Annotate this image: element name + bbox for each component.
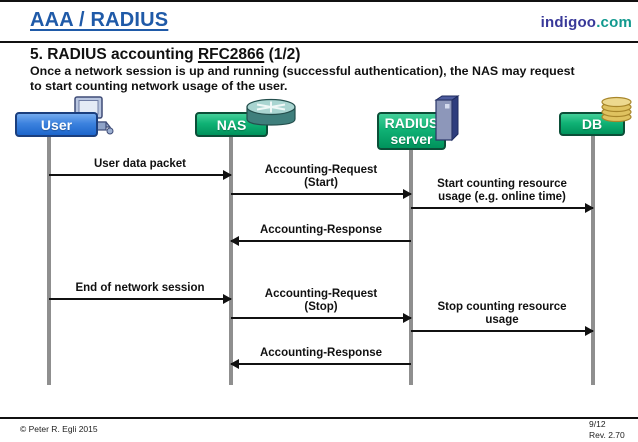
message-label: Accounting-Request (Start) bbox=[264, 164, 378, 189]
footer-divider bbox=[0, 417, 638, 419]
slide-subtitle: Once a network session is up and running… bbox=[30, 64, 575, 93]
message-accounting-response-1: Accounting-Response bbox=[230, 206, 411, 246]
page-number: 9/12 bbox=[589, 419, 606, 429]
message-accounting-response-2: Accounting-Response bbox=[230, 329, 411, 369]
message-stop-counting: Stop counting resource usage bbox=[411, 296, 594, 336]
page-title: AAA / RADIUS bbox=[30, 9, 169, 31]
brand-tld: .com bbox=[596, 14, 632, 31]
arrow-right bbox=[49, 294, 232, 304]
slide-title-prefix: 5. RADIUS accounting bbox=[30, 46, 198, 63]
lifeline-db bbox=[591, 135, 595, 385]
actor-box-user: User bbox=[15, 112, 98, 137]
message-label: Accounting-Response bbox=[259, 347, 383, 359]
message-label: Accounting-Response bbox=[259, 224, 383, 236]
message-label: Accounting-Request (Stop) bbox=[264, 288, 378, 313]
lifeline-radius-server bbox=[409, 149, 413, 385]
arrow-right bbox=[411, 326, 594, 336]
brand-name: indigoo bbox=[540, 14, 597, 31]
brand-logo: indigoo.com bbox=[541, 14, 632, 31]
top-border-line bbox=[0, 0, 638, 2]
message-accounting-request-start: Accounting-Request (Start) bbox=[231, 159, 412, 199]
slide-title-suffix: (1/2) bbox=[264, 46, 301, 63]
footer-page-info: 9/12 Rev. 2.70 bbox=[589, 419, 625, 441]
lifeline-user bbox=[47, 136, 51, 385]
header-divider bbox=[0, 41, 638, 43]
actor-box-db: DB bbox=[559, 112, 625, 136]
message-label: Start counting resource usage (e.g. onli… bbox=[437, 178, 567, 203]
database-icon bbox=[601, 96, 632, 123]
slide-title-rfc-link: RFC2866 bbox=[197, 46, 265, 63]
footer-copyright: © Peter R. Egli 2015 bbox=[20, 424, 98, 434]
arrow-right bbox=[231, 189, 412, 199]
lifeline-nas bbox=[229, 136, 233, 385]
message-end-of-network-session: End of network session bbox=[49, 264, 232, 304]
arrow-right bbox=[231, 313, 412, 323]
arrow-left bbox=[230, 236, 411, 246]
message-label: Stop counting resource usage bbox=[437, 301, 567, 326]
message-user-data-packet: User data packet bbox=[49, 140, 232, 180]
arrow-left bbox=[230, 359, 411, 369]
message-label: End of network session bbox=[75, 282, 205, 294]
message-label: User data packet bbox=[93, 158, 187, 170]
arrow-right bbox=[49, 170, 232, 180]
message-accounting-request-stop: Accounting-Request (Stop) bbox=[231, 283, 412, 323]
arrow-right bbox=[411, 203, 594, 213]
message-start-counting: Start counting resource usage (e.g. onli… bbox=[411, 173, 594, 213]
router-icon bbox=[246, 98, 296, 126]
server-tower-icon bbox=[434, 95, 460, 142]
actor-box-radius-server: RADIUS server bbox=[377, 112, 446, 150]
revision: Rev. 2.70 bbox=[589, 430, 625, 440]
slide-title: 5. RADIUS accounting RFC2866 (1/2) bbox=[30, 46, 300, 64]
